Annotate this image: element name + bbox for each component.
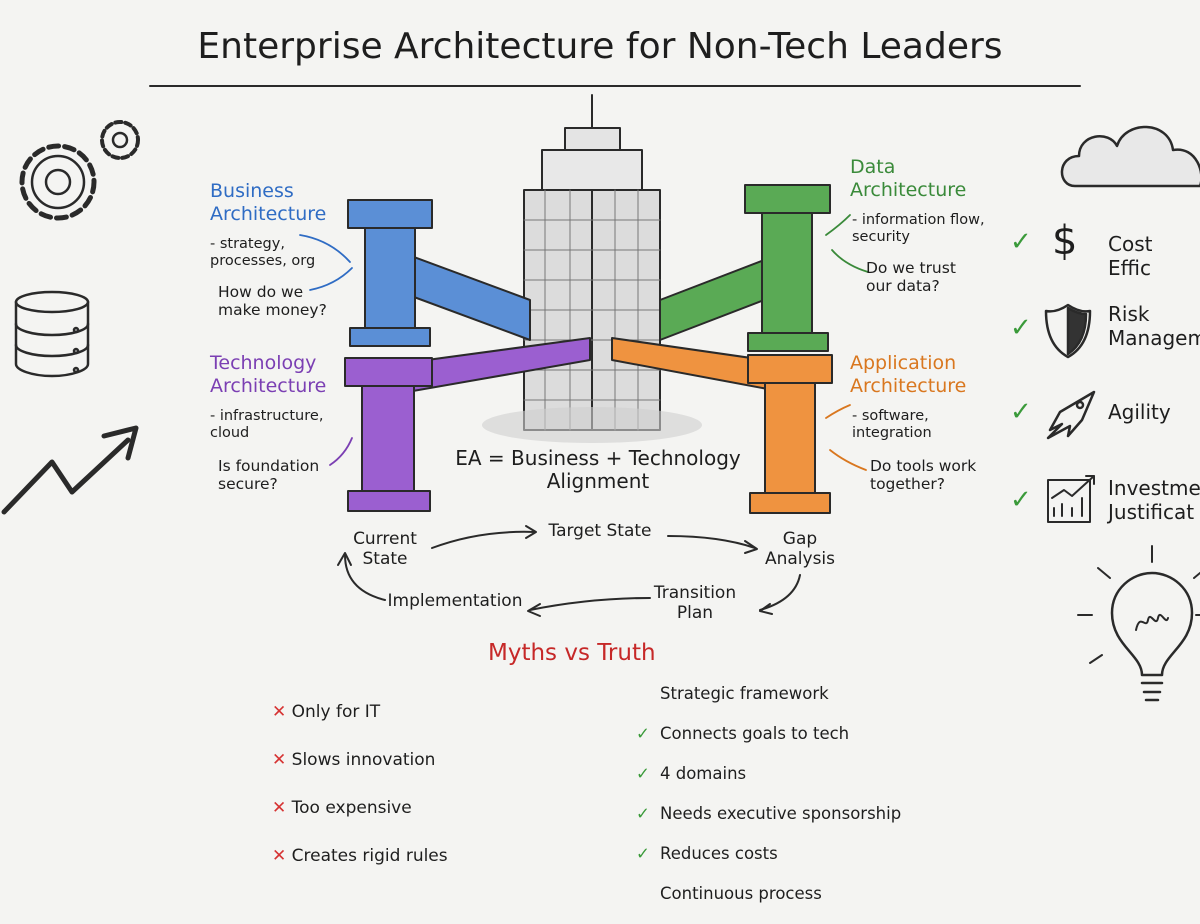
technology-architecture-bullet: - infrastructure, cloud <box>210 408 324 441</box>
business-architecture-title: Business Architecture <box>210 180 327 225</box>
myth-item: ✕ Only for IT <box>272 700 448 724</box>
technology-pillar <box>344 357 433 512</box>
truth-item: ✓ Needs executive sponsorship <box>636 804 901 824</box>
application-architecture-question: Do tools work together? <box>870 457 977 493</box>
myth-item: ✕ Slows innovation <box>272 748 448 772</box>
trend-arrow-icon <box>1 425 139 515</box>
page-title: Enterprise Architecture for Non-Tech Lea… <box>197 26 1003 67</box>
pointer-arrows <box>299 214 869 471</box>
ea-equation: EA = Business + Technology Alignment <box>455 446 741 493</box>
cross-icon: ✕ <box>272 846 287 866</box>
benefit-agility: Agility <box>1108 400 1171 424</box>
truth-item: ✓ 4 domains <box>636 764 901 784</box>
technology-architecture-question: Is foundation secure? <box>218 457 320 493</box>
myths-list: ✕ Only for IT ✕ Slows innovation ✕ Too e… <box>272 676 448 892</box>
truths-list: Strategic framework ✓ Connects goals to t… <box>636 664 901 924</box>
check-icon: ✓ <box>1010 397 1032 427</box>
myth-item: ✕ Creates rigid rules <box>272 844 448 868</box>
shield-icon <box>1044 303 1092 359</box>
skyscraper-icon <box>482 94 702 443</box>
check-icon: ✓ <box>636 764 650 783</box>
cycle-arrows <box>337 525 801 617</box>
illustration <box>1 85 1200 702</box>
cross-icon: ✕ <box>272 702 287 722</box>
database-icon <box>14 290 90 378</box>
cross-icon: ✕ <box>272 798 287 818</box>
rocket-icon <box>1046 390 1096 440</box>
truth-item: Strategic framework <box>636 684 901 704</box>
cycle-current-state: Current State <box>353 529 417 569</box>
truth-text: Connects goals to tech <box>660 724 850 743</box>
truth-text: Reduces costs <box>660 844 778 863</box>
gears-icon <box>19 120 140 221</box>
application-architecture-bullet: - software, integration <box>852 408 932 441</box>
data-architecture-title: Data Architecture <box>850 156 967 201</box>
check-icon: ✓ <box>636 804 650 823</box>
check-icon: ✓ <box>1010 313 1032 343</box>
business-architecture-bullet: - strategy, processes, org <box>210 236 316 269</box>
myth-text: Too expensive <box>291 798 412 818</box>
benefit-investment-justification: Investme Justificat <box>1108 476 1200 524</box>
check-icon: ✓ <box>636 724 650 743</box>
truth-text: Strategic framework <box>660 684 829 703</box>
data-architecture-bullet: - information flow, security <box>852 212 985 245</box>
benefit-risk-management: Risk Managem <box>1108 302 1200 350</box>
truth-text: Continuous process <box>660 884 822 903</box>
technology-architecture-title: Technology Architecture <box>210 352 327 397</box>
cycle-implementation: Implementation <box>387 591 523 611</box>
truth-text: Needs executive sponsorship <box>660 804 902 823</box>
business-pillar <box>347 199 433 347</box>
truth-item: Continuous process <box>636 884 901 904</box>
truth-item: ✓ Reduces costs <box>636 844 901 864</box>
cycle-transition-plan: Transition Plan <box>653 583 737 623</box>
data-architecture-question: Do we trust our data? <box>866 259 956 295</box>
data-pillar <box>744 184 831 352</box>
cycle-target-state: Target State <box>548 521 652 541</box>
check-icon: ✓ <box>636 844 650 863</box>
cloud-icon <box>1060 125 1200 188</box>
check-icon: ✓ <box>1010 485 1032 515</box>
cycle-gap-analysis: Gap Analysis <box>764 529 836 569</box>
cross-icon: ✕ <box>272 750 287 770</box>
benefit-cost-efficiency: Cost Effic <box>1108 232 1153 280</box>
dollar-icon: $ <box>1052 218 1078 264</box>
myth-text: Creates rigid rules <box>291 846 448 866</box>
check-icon: ✓ <box>1010 227 1032 257</box>
business-architecture-question: How do we make money? <box>218 283 327 319</box>
application-architecture-title: Application Architecture <box>850 352 967 397</box>
truth-item: ✓ Connects goals to tech <box>636 724 901 744</box>
myth-text: Slows innovation <box>291 750 436 770</box>
application-pillar <box>747 354 833 514</box>
myth-text: Only for IT <box>291 702 381 722</box>
chart-icon <box>1047 475 1095 523</box>
truth-text: 4 domains <box>660 764 747 783</box>
lightbulb-icon <box>1077 545 1200 702</box>
myths-heading: Myths vs Truth <box>488 640 656 666</box>
